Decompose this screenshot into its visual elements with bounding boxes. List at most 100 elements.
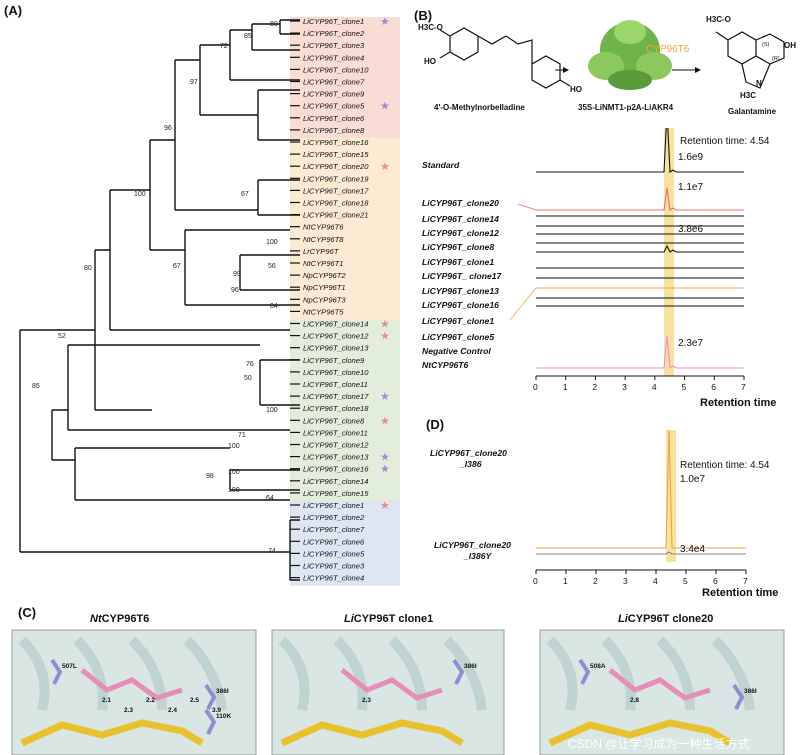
bootstrap-value: 67: [241, 191, 249, 198]
star-marker: ★: [380, 415, 390, 427]
residue-stick: [50, 658, 63, 685]
tobacco-plant-icon: [588, 20, 672, 90]
heme-ligand: [20, 719, 204, 747]
tree-leaf-label: LiCYP96T_clone20: [303, 162, 369, 171]
substrate-structure: [439, 27, 571, 89]
tree-leaf-label: LiCYP96T_clone8: [303, 416, 365, 425]
clade-band: [290, 501, 400, 586]
structure-title: LiCYP96T clone20: [618, 613, 713, 625]
distance-label: 3.9: [212, 707, 221, 714]
tree-leaf-label: LiCYP96T_clone1: [303, 17, 364, 26]
substrate-ligand: [80, 668, 183, 701]
chromB-tick-label: 2: [592, 382, 597, 392]
structure-title: LiCYP96T clone1: [344, 613, 433, 625]
plant-construct-label: 35S-LiNMT1-p2A-LiAKR4: [578, 103, 674, 112]
phylogenetic-tree: LiCYP96T_clone1LiCYP96T_clone2LiCYP96T_c…: [19, 16, 400, 586]
bootstrap-value: 100: [134, 191, 146, 198]
panel-label-b: (B): [414, 8, 433, 23]
trace-label: Negative Control: [422, 346, 491, 356]
tree-leaf-label: NpCYP96T3: [303, 295, 346, 304]
protein-helix: [443, 636, 487, 711]
bootstrap-value: 100: [228, 469, 240, 476]
protein-helix: [601, 636, 636, 711]
chromatogram-b: Standard1.6e9LiCYP96T_clone201.1e7LiCYP9…: [422, 128, 776, 409]
chromatogram-trace: [536, 187, 744, 211]
clade-band: [290, 17, 400, 138]
substrate-ligand: [340, 668, 443, 701]
star-marker: ★: [380, 101, 390, 113]
bootstrap-value: 100: [266, 407, 278, 414]
peak-intensity-label: 2.3e7: [678, 338, 703, 349]
bootstrap-value: 76: [246, 361, 254, 368]
bootstrap-value: 98: [206, 473, 214, 480]
tree-leaf-label: LiCYP96T_clone14: [303, 320, 368, 329]
trace-label-d: LiCYP96T_clone20: [430, 448, 507, 458]
tree-leaf-label: LiCYP96T_clone4: [303, 53, 364, 62]
residue-label: 386I: [744, 688, 757, 695]
star-marker: ★: [380, 319, 390, 331]
peak-intensity-label: 3.8e6: [678, 224, 703, 235]
bootstrap-value: 100: [266, 239, 278, 246]
distance-label: 2.5: [190, 697, 199, 704]
panel-label-c: (C): [18, 605, 37, 620]
chromatogram-trace-d: [536, 551, 746, 555]
protein-helix: [18, 636, 50, 712]
galantamine-nch3-label: H3C: [740, 91, 756, 100]
bootstrap-value: 100: [228, 443, 240, 450]
chromD-tick-label: 1: [563, 576, 568, 586]
peak-intensity-label: 1.1e7: [678, 182, 703, 193]
tree-leaf-label: LiCYP96T_clone4: [303, 574, 364, 583]
bootstrap-value: 85: [32, 383, 40, 390]
chromB-tick-label: 1: [563, 382, 568, 392]
tree-leaf-label: LiCYP96T_clone6: [303, 114, 365, 123]
tree-leaf-label: LiCYP96T_clone11: [303, 428, 368, 437]
tree-leaf-label: LiCYP96T_clone12: [303, 332, 369, 341]
chromB-tick-label: 6: [711, 382, 716, 392]
protein-helix: [333, 636, 368, 711]
tree-leaf-label: NtCYP96T6: [303, 223, 344, 232]
tree-leaf-label: NpCYP96T2: [303, 271, 346, 280]
bootstrap-value: 80: [84, 265, 92, 272]
retention-time-label-d: Retention time: 4.54: [680, 460, 770, 471]
chromD-tick-label: 2: [593, 576, 598, 586]
tree-leaf-label: LiCYP96T_clone19: [303, 174, 369, 183]
residue-stick: [732, 683, 745, 710]
residue-label: 507L: [62, 663, 77, 670]
peak-intensity-label-d: 1.0e7: [680, 474, 705, 485]
tree-leaf-label: LiCYP96T_clone10: [303, 65, 369, 74]
trace-label: LiCYP96T_clone12: [422, 228, 499, 238]
star-marker: ★: [380, 500, 390, 512]
tree-leaf-label: NtCYP96T1: [303, 259, 344, 268]
tree-leaf-label: LiCYP96T_clone21: [303, 211, 368, 220]
residue-stick: [452, 658, 465, 685]
tree-leaf-label: LiCYP96T_clone17: [303, 392, 369, 401]
ho-group-label: HO: [424, 57, 436, 66]
tree-leaf-label: LiCYP96T_clone3: [303, 41, 365, 50]
tree-leaf-label: LiCYP96T_clone11: [303, 380, 368, 389]
trace-label: LiCYP96T_clone14: [422, 214, 499, 224]
residue-stick: [578, 658, 591, 685]
enzyme-label: CYP96T6: [646, 44, 690, 55]
star-marker: ★: [380, 464, 390, 476]
tree-leaf-label: LiCYP96T_clone13: [303, 344, 369, 353]
chromB-tick-label: 5: [682, 382, 687, 392]
galantamine-oh-label: OH: [784, 41, 796, 50]
chromatogram-trace: [536, 128, 744, 173]
chromB-tick-label: 4: [652, 382, 657, 392]
chromatogram-trace: [536, 335, 744, 369]
bootstrap-value: 97: [190, 79, 198, 86]
bootstrap-value: 67: [173, 263, 181, 270]
trace-label-d: _I386: [459, 459, 482, 469]
bootstrap-value: 56: [268, 263, 276, 270]
panel-label-a: (A): [4, 3, 23, 18]
galantamine-n-label: N: [756, 79, 762, 88]
tree-leaf-label: LiCYP96T_clone12: [303, 441, 369, 450]
tree-leaf-label: LiCYP96T_clone6: [303, 537, 365, 546]
panel-label-d: (D): [426, 417, 445, 432]
chromatogram-trace-d: [536, 429, 746, 549]
tree-leaf-label: LiCYP96T_clone8: [303, 126, 365, 135]
tree-leaf-label: LiCYP96T_clone3: [303, 562, 365, 571]
bootstrap-value: 52: [58, 333, 66, 340]
tree-leaf-label: LiCYP96T_clone10: [303, 368, 369, 377]
